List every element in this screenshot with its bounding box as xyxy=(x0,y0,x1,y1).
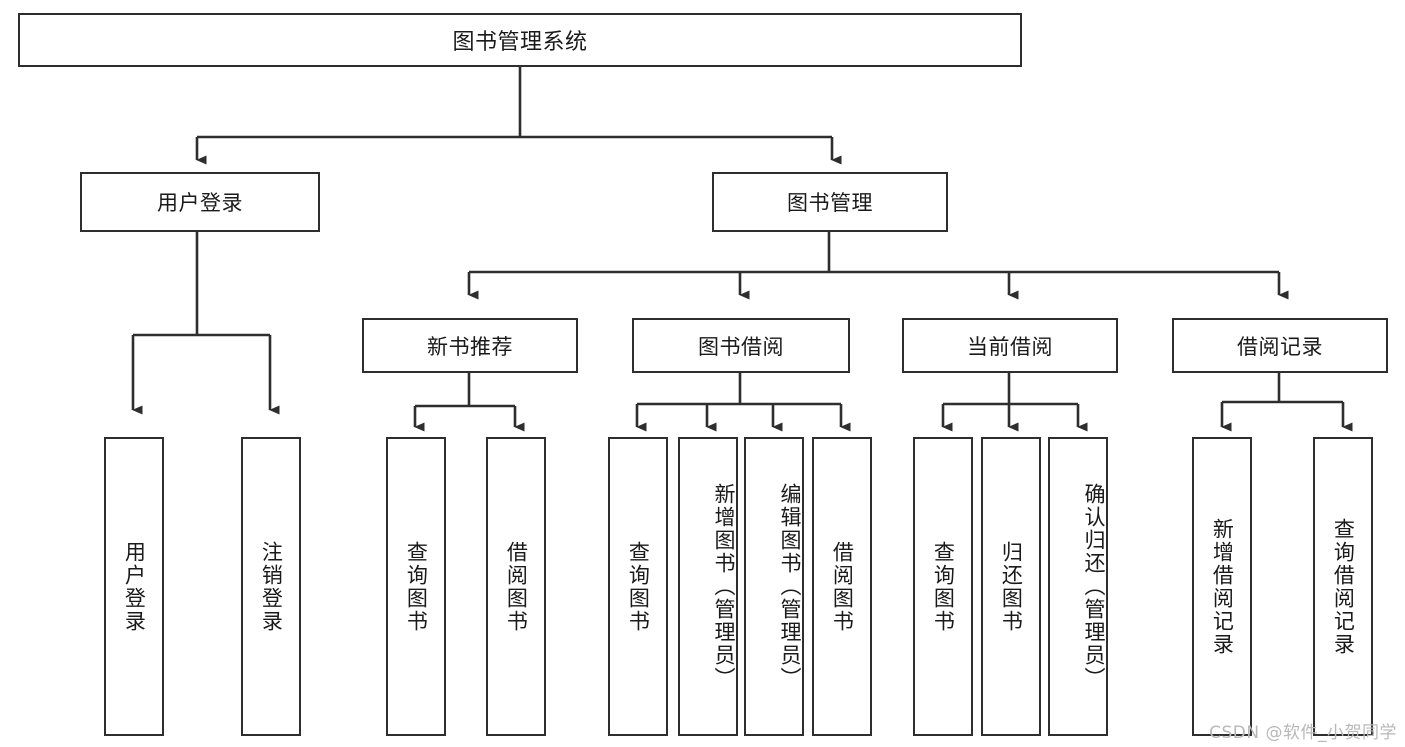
node-label: 用户登录 xyxy=(122,540,147,633)
node-label: 图书管理系统 xyxy=(452,30,588,55)
node-label: 借阅图书 xyxy=(504,540,529,633)
node-label: 编辑图书（管理员） xyxy=(778,483,802,690)
node-label: 确认归还（管理员） xyxy=(1082,483,1106,690)
node-label: 借阅图书 xyxy=(830,540,855,633)
leaf-query-borrow-record[interactable]: 查询借阅记录 xyxy=(1313,437,1373,736)
node-new-book-recommend[interactable]: 新书推荐 xyxy=(362,318,578,373)
leaf-return-book[interactable]: 归还图书 xyxy=(981,437,1041,736)
node-label: 查询借阅记录 xyxy=(1331,517,1356,656)
leaf-borrow-book-recommend[interactable]: 借阅图书 xyxy=(486,437,546,736)
node-label: 借阅记录 xyxy=(1237,334,1323,359)
node-label: 查询图书 xyxy=(626,540,651,633)
leaf-query-book-recommend[interactable]: 查询图书 xyxy=(386,437,446,736)
node-label: 图书借阅 xyxy=(698,334,784,359)
node-label: 用户登录 xyxy=(157,191,243,215)
node-current-borrow[interactable]: 当前借阅 xyxy=(902,318,1118,373)
node-label: 查询图书 xyxy=(404,540,429,633)
node-label: 当前借阅 xyxy=(967,334,1053,359)
node-label: 归还图书 xyxy=(999,540,1024,633)
node-label: 注销登录 xyxy=(259,540,284,633)
leaf-borrow-book[interactable]: 借阅图书 xyxy=(812,437,872,736)
leaf-user-logout[interactable]: 注销登录 xyxy=(241,437,301,736)
node-label: 新书推荐 xyxy=(427,334,513,359)
node-book-borrow[interactable]: 图书借阅 xyxy=(632,318,850,373)
node-label: 新增图书（管理员） xyxy=(712,483,736,690)
leaf-edit-book-admin[interactable]: 编辑图书（管理员） xyxy=(744,437,804,736)
leaf-query-book-borrow[interactable]: 查询图书 xyxy=(608,437,668,736)
node-user-login[interactable]: 用户登录 xyxy=(80,172,320,232)
node-label: 查询图书 xyxy=(931,540,956,633)
node-book-management[interactable]: 图书管理 xyxy=(712,172,948,232)
leaf-add-book-admin[interactable]: 新增图书（管理员） xyxy=(678,437,738,736)
node-borrow-record[interactable]: 借阅记录 xyxy=(1172,318,1388,373)
leaf-query-book-current[interactable]: 查询图书 xyxy=(913,437,973,736)
leaf-confirm-return-admin[interactable]: 确认归还（管理员） xyxy=(1048,437,1108,736)
leaf-add-borrow-record[interactable]: 新增借阅记录 xyxy=(1192,437,1252,736)
node-root-system[interactable]: 图书管理系统 xyxy=(18,13,1022,67)
node-label: 图书管理 xyxy=(787,191,873,215)
node-label: 新增借阅记录 xyxy=(1210,517,1235,656)
leaf-user-login[interactable]: 用户登录 xyxy=(104,437,164,736)
watermark: CSDN @软件_小贺同学 xyxy=(1209,723,1397,743)
